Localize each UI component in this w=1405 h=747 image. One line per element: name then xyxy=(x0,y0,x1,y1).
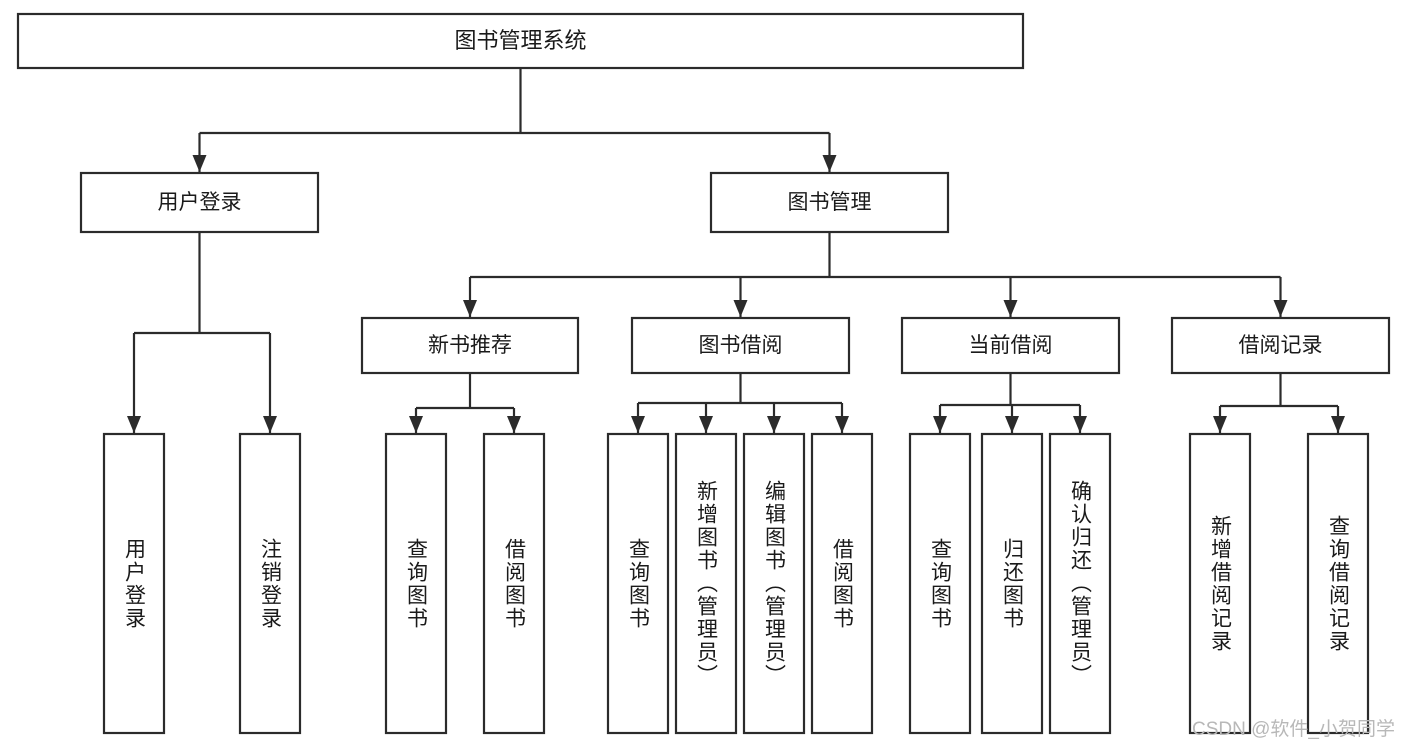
node-root[interactable]: 图书管理系统 xyxy=(16,12,1025,70)
node-leaf-add-book[interactable] xyxy=(674,432,738,735)
node-current-borrow[interactable]: 当前借阅 xyxy=(900,316,1121,375)
node-box-leaf-borrow-book-new xyxy=(482,432,546,735)
node-box-borrow-record xyxy=(1170,316,1391,375)
arrow-head-to-leaf-query-book-new xyxy=(409,416,423,433)
arrow-head-to-leaf-query-book-current xyxy=(933,416,947,433)
arrow-head-root-to-user-login xyxy=(192,155,207,172)
node-leaf-user-login[interactable] xyxy=(102,432,166,735)
node-leaf-query-book-current[interactable] xyxy=(908,432,972,735)
arrow-head-to-leaf-return-book xyxy=(1005,416,1019,433)
arrow-head-bookmanage-to-new-book-recommend xyxy=(463,300,477,317)
arrow-head-to-leaf-add-borrow-record xyxy=(1213,416,1227,433)
node-box-current-borrow xyxy=(900,316,1121,375)
arrow-head-to-leaf-logout-login xyxy=(263,416,277,433)
arrow-head-to-leaf-add-book xyxy=(699,416,713,433)
node-label-current-borrow: 当前借阅 xyxy=(969,334,1053,357)
node-label-root: 图书管理系统 xyxy=(454,28,586,53)
arrow-head-to-leaf-borrow-book-new xyxy=(507,416,521,433)
arrow-head-bookmanage-to-current-borrow xyxy=(1003,300,1018,317)
node-box-new-book-recommend xyxy=(360,316,580,375)
node-user-login[interactable]: 用户登录 xyxy=(79,171,320,234)
arrow-head-to-leaf-edit-book xyxy=(767,416,781,433)
node-label-user-login: 用户登录 xyxy=(158,191,242,214)
node-label-book-manage: 图书管理 xyxy=(788,191,872,214)
arrow-head-to-leaf-borrow-book xyxy=(835,416,849,433)
node-box-leaf-add-borrow-record xyxy=(1188,432,1252,735)
node-leaf-return-book[interactable] xyxy=(980,432,1044,735)
node-leaf-add-borrow-record[interactable] xyxy=(1188,432,1252,735)
node-box-leaf-user-login xyxy=(102,432,166,735)
node-box-leaf-return-book xyxy=(980,432,1044,735)
connectors-layer xyxy=(127,68,1345,433)
node-borrow-record[interactable]: 借阅记录 xyxy=(1170,316,1391,375)
node-leaf-borrow-book-new[interactable] xyxy=(482,432,546,735)
node-box-leaf-confirm-return xyxy=(1048,432,1112,735)
node-book-borrow[interactable]: 图书借阅 xyxy=(630,316,851,375)
node-leaf-confirm-return[interactable] xyxy=(1048,432,1112,735)
node-box-user-login xyxy=(79,171,320,234)
node-label-book-borrow: 图书借阅 xyxy=(699,334,783,357)
arrow-head-to-leaf-user-login xyxy=(127,416,141,433)
node-label-new-book-recommend: 新书推荐 xyxy=(428,334,512,357)
arrow-head-root-to-book-manage xyxy=(822,155,837,172)
node-new-book-recommend[interactable]: 新书推荐 xyxy=(360,316,580,375)
node-box-leaf-query-borrow-record xyxy=(1306,432,1370,735)
node-box-book-borrow xyxy=(630,316,851,375)
arrow-head-bookmanage-to-borrow-record xyxy=(1273,300,1288,317)
node-label-borrow-record: 借阅记录 xyxy=(1239,334,1323,357)
node-box-root xyxy=(16,12,1025,70)
node-leaf-edit-book[interactable] xyxy=(742,432,806,735)
node-box-leaf-logout-login xyxy=(238,432,302,735)
node-box-leaf-borrow-book xyxy=(810,432,874,735)
node-leaf-borrow-book[interactable] xyxy=(810,432,874,735)
node-leaf-query-book-new[interactable] xyxy=(384,432,448,735)
node-leaf-logout-login[interactable] xyxy=(238,432,302,735)
arrow-head-to-leaf-query-book-borrow xyxy=(631,416,645,433)
node-book-manage[interactable]: 图书管理 xyxy=(709,171,950,234)
arrow-head-to-leaf-query-borrow-record xyxy=(1331,416,1345,433)
node-box-leaf-query-book-new xyxy=(384,432,448,735)
node-box-leaf-query-book-current xyxy=(908,432,972,735)
node-box-book-manage xyxy=(709,171,950,234)
node-leaf-query-book-borrow[interactable] xyxy=(606,432,670,735)
node-box-leaf-edit-book xyxy=(742,432,806,735)
arrow-head-bookmanage-to-book-borrow xyxy=(733,300,748,317)
node-box-leaf-add-book xyxy=(674,432,738,735)
node-leaf-query-borrow-record[interactable] xyxy=(1306,432,1370,735)
node-box-leaf-query-book-borrow xyxy=(606,432,670,735)
arrow-head-to-leaf-confirm-return xyxy=(1073,416,1087,433)
csdn-watermark: CSDN @软件_小贺同学 xyxy=(1192,719,1395,740)
